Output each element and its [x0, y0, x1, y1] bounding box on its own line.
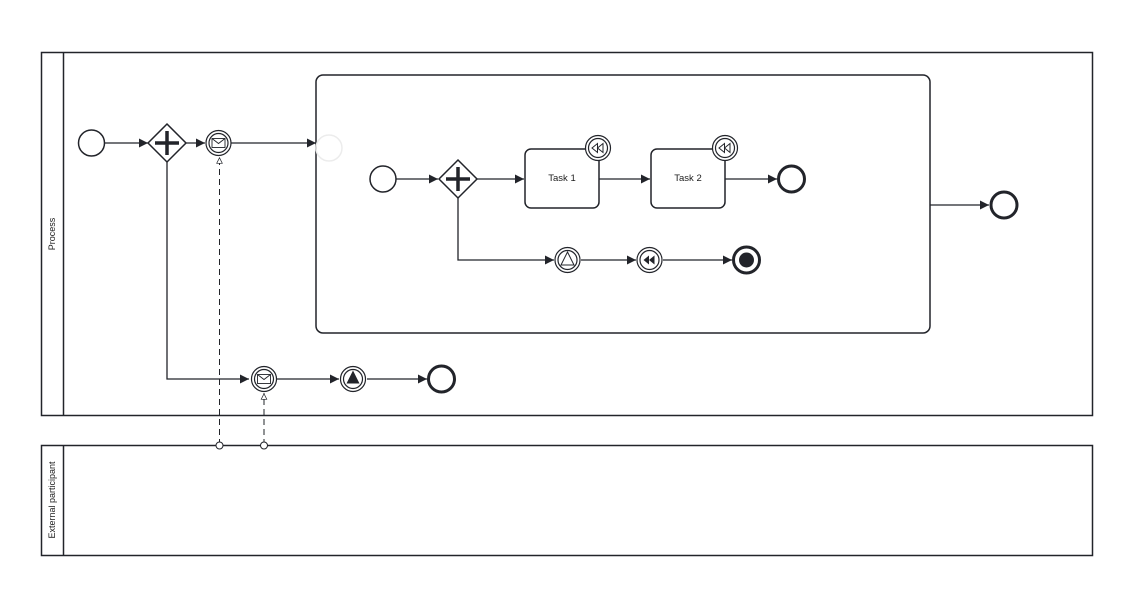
- external-participant-pool-label: External participant: [47, 461, 57, 539]
- parallel-gateway[interactable]: [146, 122, 188, 164]
- rewind-filled-icon: [643, 255, 655, 265]
- escalation-throw-event[interactable]: [339, 365, 367, 393]
- task-1[interactable]: Task 1: [524, 148, 600, 209]
- subprocess-parallel-gateway[interactable]: [437, 158, 479, 200]
- rewind-icon: [591, 142, 604, 154]
- triangle-filled-icon: [346, 370, 360, 384]
- subprocess-boundary-start-marker: [315, 134, 343, 162]
- plus-icon: [155, 131, 179, 155]
- message-catch-event[interactable]: [250, 365, 278, 393]
- envelope-icon: [211, 138, 226, 148]
- rewind-icon: [718, 142, 731, 154]
- signal-catch-event[interactable]: [554, 246, 581, 274]
- message-catch-event[interactable]: [205, 129, 232, 157]
- plus-icon: [446, 167, 470, 191]
- start-event[interactable]: [77, 129, 106, 157]
- subprocess-start-event[interactable]: [369, 165, 397, 193]
- task-2-label: Task 2: [674, 173, 701, 184]
- subprocess-end-event[interactable]: [777, 164, 806, 194]
- compensation-boundary-event[interactable]: [711, 134, 739, 162]
- end-event[interactable]: [989, 190, 1019, 220]
- envelope-icon: [257, 374, 271, 384]
- task-2[interactable]: Task 2: [650, 148, 726, 209]
- end-event[interactable]: [427, 364, 456, 394]
- sequence-flow[interactable]: [166, 162, 249, 384]
- compensation-boundary-event[interactable]: [584, 134, 612, 162]
- terminate-end-event[interactable]: [732, 245, 761, 275]
- expanded-subprocess[interactable]: [315, 74, 931, 334]
- terminate-dot-icon: [739, 252, 754, 268]
- triangle-icon: [560, 250, 575, 266]
- process-pool-label: Process: [47, 217, 57, 250]
- task-1-label: Task 1: [548, 173, 575, 184]
- compensation-throw-event[interactable]: [636, 246, 663, 274]
- message-flow-source-marker: [215, 441, 224, 450]
- sequence-flow[interactable]: [457, 198, 554, 265]
- message-flow-source-marker: [260, 441, 268, 450]
- external-participant-pool[interactable]: External participant: [40, 444, 1094, 557]
